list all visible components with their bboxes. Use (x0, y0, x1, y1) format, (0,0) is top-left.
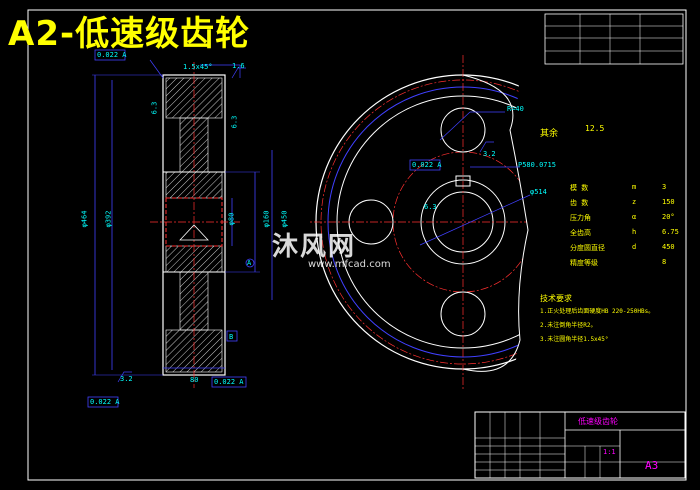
tech-item-1: 1.正火处理后齿面硬度HB 220-250HBs。 (540, 308, 655, 315)
dia-bore: φ80 (227, 212, 236, 226)
gear-param-symbol: α (632, 213, 637, 221)
gear-param-value: 3 (662, 183, 667, 191)
gear-param-row: 全齿高 h 6.75 (570, 228, 680, 243)
section-view (87, 49, 273, 408)
watermark-name: 沐风网 (272, 232, 357, 262)
gear-param-symbol: d (632, 243, 637, 251)
tech-item-2: 2.未注倒角半径R2。 (540, 322, 597, 329)
titleblock-sheet: A3 (645, 459, 659, 472)
dia-root: φ392 (104, 210, 113, 228)
datum-b: B (229, 333, 234, 341)
gear-param-value: 450 (662, 243, 675, 251)
gear-param-value: 8 (662, 258, 667, 266)
tech-heading: 技术要求 (540, 294, 572, 303)
titleblock-name: 低速级齿轮 (578, 417, 618, 426)
gear-param-symbol: m (632, 183, 637, 191)
gear-param-row: 分度圆直径 d 450 (570, 243, 680, 258)
gear-param-symbol: z (632, 198, 637, 206)
front-view (310, 55, 531, 390)
gear-param-name: 精度等级 (570, 259, 598, 267)
drawing-border (27, 9, 687, 481)
other-rough: 12.5 (585, 124, 605, 133)
gear-param-name: 压力角 (570, 214, 591, 222)
bottom-len: 80 (190, 376, 199, 384)
gear-param-symbol: h (632, 228, 637, 236)
rough-top: 1.6 (232, 62, 245, 70)
tech-item-3: 3.未注圆角半径1.5x45° (540, 336, 609, 343)
gear-param-row: 压力角 α 20° (570, 213, 680, 228)
gear-param-row: 精度等级 8 (570, 258, 680, 273)
other-label: 其余 (540, 129, 559, 139)
rough-b: 6.3 (230, 115, 239, 129)
tol-bottom2: 0.022 A (90, 398, 120, 406)
dia-outer: φ464 (80, 210, 89, 228)
watermark: 沐风网 www.mfcad.com (272, 226, 391, 270)
dia-hub: φ160 (262, 210, 271, 228)
tol-frame-top: 0.022 A (97, 51, 127, 59)
corner-table (544, 13, 684, 65)
gear-param-value: 6.75 (662, 228, 679, 236)
drawing-title: A2-低速级齿轮 (8, 14, 251, 54)
gear-param-name: 齿 数 (570, 199, 589, 207)
gear-param-name: 全齿高 (570, 229, 591, 237)
tol-bottom: 0.022 A (214, 378, 244, 386)
rough-a: 6.3 (150, 101, 159, 115)
gear-param-name: 分度圆直径 (570, 244, 605, 252)
title-block (474, 411, 686, 479)
front-tol: 0.022 A (412, 161, 442, 169)
gear-param-row: 模 数 m 3 (570, 183, 680, 198)
titleblock-scale: 1:1 (603, 448, 616, 456)
gear-param-name: 模 数 (570, 184, 589, 192)
front-r-label: R=40 (507, 105, 524, 113)
front-hole: φ514 (530, 188, 547, 196)
chamfer-label: 1.5x45° (183, 63, 213, 71)
watermark-url: www.mfcad.com (308, 259, 391, 270)
datum-a: A (247, 259, 252, 267)
gear-params-table: 模 数 m 3 齿 数 z 150 压力角 α 20° 全齿高 h 6.75 分度圆直径 d 450 精度等级… (570, 183, 680, 273)
front-rough: 3.2 (483, 150, 496, 158)
front-keyway: P580.0715 (518, 161, 556, 169)
bottom-rough: 3.2 (120, 375, 133, 383)
dim-side: φ450 (280, 210, 289, 228)
gear-param-value: 150 (662, 198, 675, 206)
gear-param-row: 齿 数 z 150 (570, 198, 680, 213)
front-rough-hole: 6.3 (424, 203, 437, 211)
gear-param-value: 20° (662, 213, 675, 221)
